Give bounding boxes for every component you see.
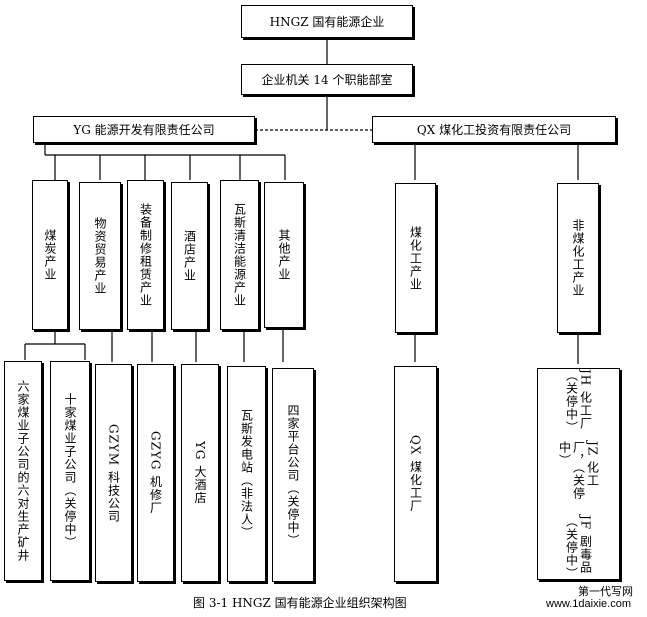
unit-gzyg-repair-label: GZYG 机修厂 [148,431,163,515]
qx-company-node: QX 煤化工投资有限责任公司 [372,116,616,143]
industry-hotel-label: 酒店产业 [182,230,197,282]
industry-coal: 煤炭产业 [32,180,68,330]
qx-company-label: QX 煤化工投资有限责任公司 [416,123,572,137]
root-label: HNGZ 国有能源企业 [269,15,385,29]
unit-gas-power-station: 瓦斯发电站（非法人） [227,366,266,582]
unit-yg-hotel-label: YG 大酒店 [193,441,207,505]
industry-other-label: 其他产业 [277,229,291,281]
unit-gas-power-station-label: 瓦斯发电站（非法人） [239,409,254,539]
unit-six-mines: 六家煤业子公司的六对生产矿井 [4,361,42,581]
industry-materials-trade-label: 物资贸易产业 [93,217,107,295]
unit-ten-coal-companies-label: 十家煤业子公司（关停中） [63,393,77,549]
unit-gzym-tech-label: GZYM 科技公司 [106,423,121,523]
unit-ten-coal-companies: 十家煤业子公司（关停中） [50,361,90,581]
industry-hotel: 酒店产业 [171,182,208,330]
unit-qx-coal-chemical-plant: QX 煤化工厂 [394,366,437,582]
industry-equipment-leasing-label: 装备制修租赁产业 [138,203,153,307]
unit-jz-plant-label: JZ 化工厂，（关停中） [557,440,600,500]
industry-coal-chemical: 煤化工产业 [395,183,436,333]
unit-chemical-plants-group: JH 化工厂（关停中） JZ 化工厂，（关停中） JF 剧毒品（关停中） [537,368,620,580]
unit-four-platforms-label: 四家平台公司（关停中） [286,403,300,547]
industry-coal-chemical-label: 煤化工产业 [408,225,423,291]
industry-gas-energy-label: 瓦斯清洁能源产业 [232,203,247,307]
hq-node: 企业机关 14 个职能部室 [241,64,413,95]
industry-gas-energy: 瓦斯清洁能源产业 [220,180,259,330]
unit-jf-plant-label: JF 剧毒品（关停中） [564,514,593,580]
unit-qx-coal-chemical-plant-label: QX 煤化工厂 [408,435,423,513]
watermark-url: www.1daixie.com [546,598,631,610]
yg-company-node: YG 能源开发有限责任公司 [33,116,255,143]
unit-six-mines-label: 六家煤业子公司的六对生产矿井 [16,380,30,562]
unit-jh-plant-label: JH 化工厂（关停中） [564,369,593,434]
watermark-title: 第一代写网 [578,586,633,598]
industry-materials-trade: 物资贸易产业 [79,182,121,330]
unit-four-platforms: 四家平台公司（关停中） [272,368,314,582]
figure-caption: 图 3-1 HNGZ 国有能源企业组织架构图 [193,596,407,610]
industry-other: 其他产业 [264,182,304,328]
unit-gzym-tech: GZYM 科技公司 [95,364,132,582]
root-node: HNGZ 国有能源企业 [241,5,413,38]
industry-coal-label: 煤炭产业 [43,229,57,281]
industry-equipment-leasing: 装备制修租赁产业 [127,180,164,330]
unit-yg-hotel: YG 大酒店 [181,364,219,582]
industry-non-coal-chemical-label: 非煤化工产业 [571,219,585,297]
yg-company-label: YG 能源开发有限责任公司 [73,123,215,137]
industry-non-coal-chemical: 非煤化工产业 [557,183,599,333]
unit-gzyg-repair: GZYG 机修厂 [137,364,174,582]
hq-label: 企业机关 14 个职能部室 [261,73,393,87]
